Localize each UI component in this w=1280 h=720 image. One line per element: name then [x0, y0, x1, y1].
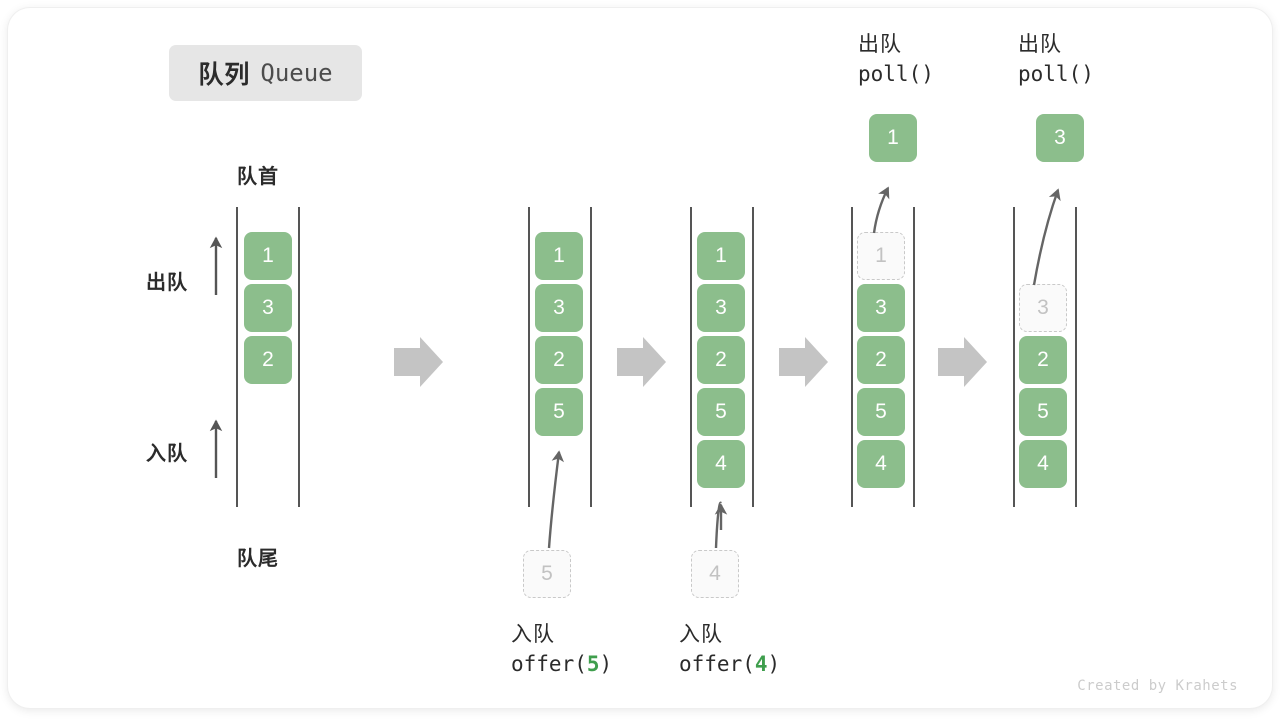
- caption-offer-4-cn: 入队: [679, 623, 723, 646]
- caption-offer-4-code-num: 4: [754, 651, 768, 676]
- queue-cell: 3: [535, 284, 583, 332]
- caption-offer-5-code: offer(5): [511, 650, 612, 680]
- incoming-element-5: 5: [523, 550, 571, 598]
- caption-offer-5-code-pre: offer(: [511, 651, 587, 676]
- incoming-element-4: 4: [691, 550, 739, 598]
- rail-right-3: [752, 207, 754, 507]
- queue-cell: 1: [244, 232, 292, 280]
- rail-right-4: [913, 207, 915, 507]
- caption-poll-1-code: poll(): [858, 61, 934, 86]
- queue-cell: 1: [535, 232, 583, 280]
- queue-cell: 5: [697, 388, 745, 436]
- label-front: 队首: [237, 166, 279, 188]
- queue-cell: 2: [857, 336, 905, 384]
- label-rear: 队尾: [237, 548, 279, 570]
- diagram-title-chip: 队列 Queue: [169, 45, 362, 101]
- queue-cell: 2: [1019, 336, 1067, 384]
- queue-cell: 5: [1019, 388, 1067, 436]
- queue-cell: 5: [857, 388, 905, 436]
- caption-offer-4-code-post: ): [767, 651, 781, 676]
- label-enqueue: 入队: [146, 443, 188, 465]
- caption-poll-1: 出队 poll(): [858, 30, 934, 90]
- queue-cell-removed: 3: [1019, 284, 1067, 332]
- queue-cell: 1: [697, 232, 745, 280]
- caption-offer-5-cn: 入队: [511, 623, 555, 646]
- caption-offer-5: 入队 offer(5): [511, 620, 612, 680]
- label-dequeue: 出队: [146, 272, 188, 294]
- caption-offer-4-code: offer(4): [679, 650, 780, 680]
- diagram-card: [8, 8, 1272, 708]
- queue-cell: 2: [535, 336, 583, 384]
- caption-offer-5-code-num: 5: [586, 651, 600, 676]
- rail-left-2: [528, 207, 530, 507]
- watermark: Created by Krahets: [1077, 678, 1238, 694]
- popped-element-1: 1: [869, 114, 917, 162]
- title-en: Queue: [260, 59, 333, 87]
- queue-cell: 4: [1019, 440, 1067, 488]
- caption-offer-4: 入队 offer(4): [679, 620, 780, 680]
- rail-left-3: [690, 207, 692, 507]
- caption-poll-1-cn: 出队: [858, 33, 902, 56]
- caption-poll-2-code: poll(): [1018, 61, 1094, 86]
- rail-right-1: [298, 207, 300, 507]
- rail-right-2: [590, 207, 592, 507]
- title-cn: 队列: [198, 61, 251, 89]
- caption-offer-4-code-pre: offer(: [679, 651, 755, 676]
- rail-left-4: [851, 207, 853, 507]
- queue-cell: 3: [244, 284, 292, 332]
- queue-cell: 5: [535, 388, 583, 436]
- queue-cell: 4: [697, 440, 745, 488]
- caption-poll-2: 出队 poll(): [1018, 30, 1094, 90]
- rail-left-5: [1013, 207, 1015, 507]
- queue-cell: 2: [697, 336, 745, 384]
- queue-cell: 4: [857, 440, 905, 488]
- rail-right-5: [1075, 207, 1077, 507]
- caption-offer-5-code-post: ): [599, 651, 613, 676]
- queue-cell: 3: [857, 284, 905, 332]
- queue-cell: 2: [244, 336, 292, 384]
- rail-left-1: [236, 207, 238, 507]
- caption-poll-2-cn: 出队: [1018, 33, 1062, 56]
- queue-cell-removed: 1: [857, 232, 905, 280]
- popped-element-3: 3: [1036, 114, 1084, 162]
- queue-cell: 3: [697, 284, 745, 332]
